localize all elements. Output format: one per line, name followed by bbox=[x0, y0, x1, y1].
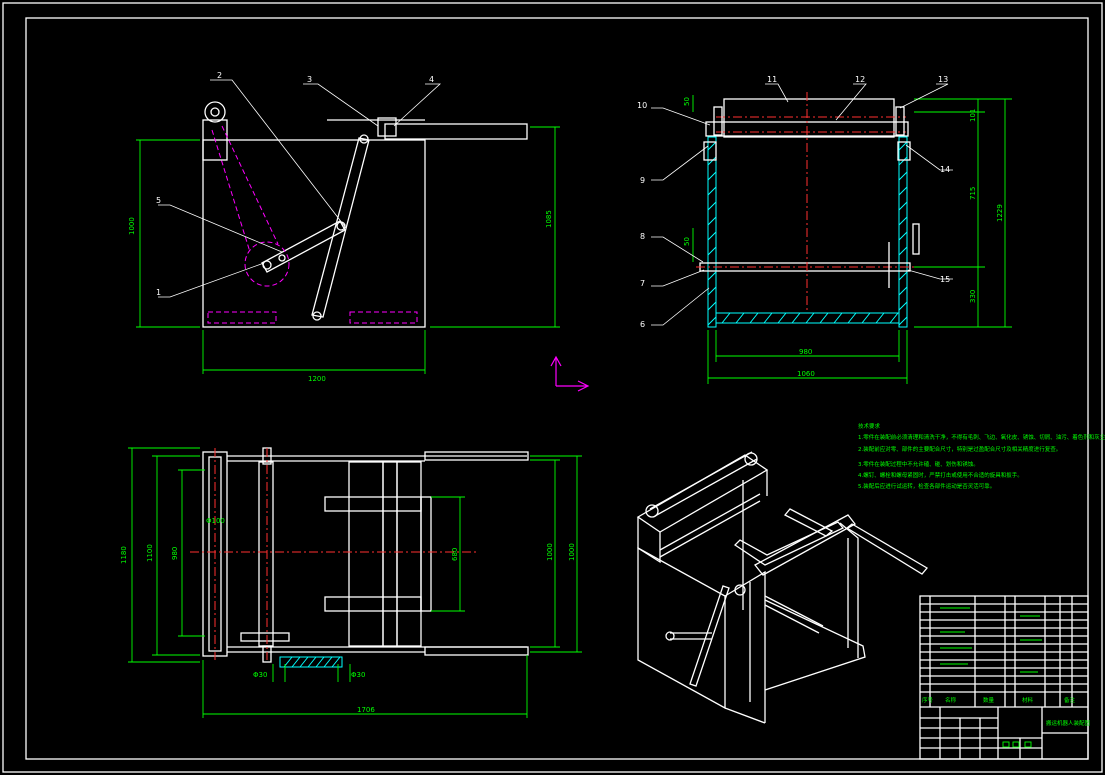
side-part-label: 15 bbox=[940, 275, 950, 284]
title-block: 序号 名称 数量 材料 备注 搬运机器人装配图 bbox=[919, 595, 1091, 760]
front-dim-width: 1200 bbox=[308, 375, 326, 383]
note-line: 4.螺钉、螺栓和螺母紧固时，严禁打击或使用不合适的旋具和扳手。 bbox=[858, 471, 1023, 479]
side-dim-seg2: 715 bbox=[969, 187, 977, 200]
bom-header: 序号 bbox=[922, 696, 934, 704]
side-part-label: 9 bbox=[640, 176, 645, 185]
front-dim-height-left: 1000 bbox=[128, 217, 136, 235]
side-view: 980 1060 101 715 330 1229 50 50 11 12 13… bbox=[637, 75, 1012, 384]
top-dim-d6: 1000 bbox=[546, 543, 554, 561]
front-dim-height-right: 1085 bbox=[545, 210, 553, 228]
note-line: 3.零件在装配过程中不允许磕、碰、划伤和锈蚀。 bbox=[858, 460, 979, 468]
side-part-label: 6 bbox=[640, 320, 645, 329]
bom-header: 名称 bbox=[945, 696, 957, 704]
ucs-axis-icon bbox=[550, 355, 590, 392]
bom-header: 材料 bbox=[1022, 696, 1034, 704]
front-part-label: 4 bbox=[429, 75, 434, 84]
top-dim-d9: Φ30 bbox=[351, 671, 365, 679]
side-dim-seg3: 330 bbox=[969, 290, 977, 303]
top-dim-d5: 680 bbox=[451, 548, 459, 561]
front-part-label: 3 bbox=[307, 75, 312, 84]
side-dim-inner-width: 980 bbox=[799, 348, 812, 356]
front-part-label: 5 bbox=[156, 196, 161, 205]
top-dim-length: 1706 bbox=[357, 706, 375, 714]
top-dim-d3: 980 bbox=[171, 547, 179, 560]
front-part-label: 2 bbox=[217, 71, 222, 80]
front-part-label: 1 bbox=[156, 288, 161, 297]
side-part-label: 10 bbox=[637, 101, 647, 110]
bom-header: 数量 bbox=[983, 696, 995, 704]
top-dim-d2: 1100 bbox=[146, 544, 154, 562]
side-part-label: 11 bbox=[767, 75, 777, 84]
side-part-label: 7 bbox=[640, 279, 645, 288]
side-part-label: 13 bbox=[938, 75, 948, 84]
top-view: 1180 1100 980 Φ100 680 1000 1000 Φ30 Φ30… bbox=[120, 447, 582, 718]
top-dim-d8: Φ30 bbox=[253, 671, 267, 679]
side-part-label: 14 bbox=[940, 165, 950, 174]
side-part-label: 12 bbox=[855, 75, 865, 84]
side-dim-seg1: 101 bbox=[969, 109, 977, 122]
note-line: 1.零件在装配前必须清理和清洗干净，不得有毛刺、飞边、氧化皮、锈蚀、切屑、油污、… bbox=[858, 433, 1105, 441]
side-dim-top-tol: 50 bbox=[683, 97, 691, 106]
top-dim-d4: Φ100 bbox=[206, 517, 225, 525]
notes-title: 技术要求 bbox=[858, 422, 881, 430]
inner-frame bbox=[25, 17, 1089, 760]
technical-notes: 技术要求 1.零件在装配前必须清理和清洗干净，不得有毛刺、飞边、氧化皮、锈蚀、切… bbox=[858, 422, 1105, 490]
note-line: 5.装配后应进行试运转，检查各部件运动是否灵活可靠。 bbox=[858, 482, 995, 490]
top-dim-d1: 1180 bbox=[120, 546, 128, 564]
isometric-view bbox=[636, 451, 928, 724]
side-part-label: 8 bbox=[640, 232, 645, 241]
side-dim-outer-width: 1060 bbox=[797, 370, 815, 378]
front-view: 1200 1000 1085 2 3 4 5 1 bbox=[128, 71, 560, 383]
drawing-title: 搬运机器人装配图 bbox=[1046, 719, 1091, 727]
note-line: 2.装配前应对零、部件的主要配合尺寸，特别是过盈配合尺寸及相关精度进行复查。 bbox=[858, 445, 1061, 453]
side-dim-total-height: 1229 bbox=[996, 204, 1004, 222]
side-dim-mid-tol: 50 bbox=[683, 237, 691, 246]
bom-header: 备注 bbox=[1064, 696, 1076, 704]
top-dim-d7: 1000 bbox=[568, 543, 576, 561]
